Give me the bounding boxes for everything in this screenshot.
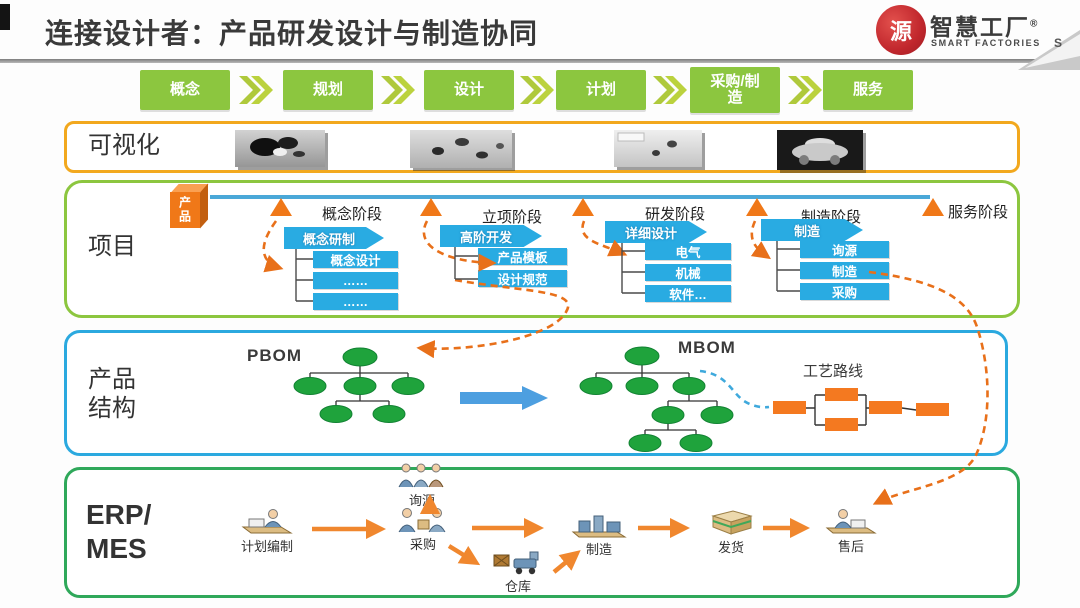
stage-arrow-detaildesign: 详细设计 bbox=[605, 221, 707, 243]
stage-arrow-concept: 概念研制 bbox=[284, 227, 384, 249]
flow-step-service: 服务 bbox=[823, 70, 913, 110]
corner-accent bbox=[0, 4, 10, 30]
product-structure-label: 产品 结构 bbox=[88, 366, 136, 424]
product-structure-label-line2: 结构 bbox=[88, 394, 136, 422]
title-divider bbox=[0, 59, 1080, 63]
erp-step-label: 仓库 bbox=[504, 579, 531, 594]
stage-label-concept: 概念阶段 bbox=[322, 206, 383, 223]
sourcing-clipart-icon bbox=[398, 463, 444, 488]
erp-step-purchasing: 采购 bbox=[393, 506, 453, 553]
visualization-thumb-3 bbox=[614, 130, 702, 167]
erp-step-label: 发货 bbox=[717, 540, 744, 555]
stage-item: …… bbox=[313, 293, 398, 310]
purchasing-clipart-icon bbox=[398, 508, 446, 533]
stage-item: 产品模板 bbox=[478, 248, 567, 265]
stage-item: 概念设计 bbox=[313, 251, 398, 268]
brand-name: 智慧工厂® bbox=[930, 14, 1040, 40]
chevron-right-icon bbox=[381, 76, 415, 104]
brand-seal-icon: 源 bbox=[876, 5, 926, 55]
flow-step-planning: 规划 bbox=[283, 70, 373, 110]
project-label: 项目 bbox=[88, 233, 136, 260]
stage-label-rnd: 研发阶段 bbox=[645, 206, 706, 223]
flow-step-procure-manufacture: 采购/制造 bbox=[690, 67, 780, 113]
flow-step-plan: 计划 bbox=[556, 70, 646, 110]
brand-subtitle: SMART FACTORIES bbox=[931, 38, 1041, 48]
stage-item: 采购 bbox=[800, 283, 889, 300]
erp-step-label: 制造 bbox=[585, 542, 612, 557]
chevron-right-icon bbox=[239, 76, 273, 104]
erp-label-line1: ERP/ bbox=[86, 499, 152, 530]
cube-front-face: 产品 bbox=[170, 192, 200, 228]
visualization-thumb-1 bbox=[235, 130, 325, 167]
chevron-right-icon bbox=[788, 76, 822, 104]
stage-item: 软件… bbox=[645, 285, 731, 302]
stage-label-service: 服务阶段 bbox=[948, 204, 1009, 221]
page-curl bbox=[1018, 30, 1080, 70]
stage-arrow-highlevel: 高阶开发 bbox=[440, 225, 542, 247]
erp-step-planning: 计划编制 bbox=[237, 506, 297, 555]
erp-mes-label: ERP/ MES bbox=[86, 498, 151, 565]
chevron-right-icon bbox=[520, 76, 554, 104]
product-structure-label-line1: 产品 bbox=[88, 366, 136, 393]
erp-step-label: 计划编制 bbox=[240, 539, 293, 554]
stage-item: 制造 bbox=[800, 262, 889, 279]
erp-step-label: 售后 bbox=[837, 539, 864, 554]
erp-sourcing-group: 询源 bbox=[392, 462, 452, 509]
erp-step-label: 采购 bbox=[409, 537, 436, 552]
flow-step-concept: 概念 bbox=[140, 70, 230, 110]
page-title: 连接设计者：产品研发设计与制造协同 bbox=[45, 18, 539, 49]
curl-text: S bbox=[1053, 36, 1062, 50]
visualization-thumb-4 bbox=[777, 130, 863, 170]
seal-character: 源 bbox=[889, 19, 912, 44]
stage-arrow-manufacture: 制造 bbox=[761, 219, 863, 241]
stage-item: 电气 bbox=[645, 243, 731, 260]
pbom-label: PBOM bbox=[247, 346, 302, 365]
stage-item: …… bbox=[313, 272, 398, 289]
planning-clipart-icon bbox=[241, 509, 293, 534]
erp-label-line2: MES bbox=[86, 532, 147, 564]
visualization-section bbox=[64, 121, 1020, 173]
erp-step-warehouse: 仓库 bbox=[488, 548, 548, 595]
product-structure-section bbox=[64, 330, 1008, 456]
aftersales-clipart-icon bbox=[825, 509, 877, 534]
warehouse-clipart-icon bbox=[493, 551, 539, 575]
erp-step-aftersales: 售后 bbox=[821, 506, 881, 555]
stage-item: 设计规范 bbox=[478, 270, 567, 287]
chevron-right-icon bbox=[653, 76, 687, 104]
erp-step-shipping: 发货 bbox=[701, 507, 761, 556]
visualization-thumb-2 bbox=[410, 130, 512, 168]
stage-item: 机械 bbox=[645, 264, 731, 281]
shipping-clipart-icon bbox=[711, 510, 753, 535]
flow-step-design: 设计 bbox=[424, 70, 514, 110]
mbom-label: MBOM bbox=[678, 338, 736, 357]
product-cube: 产品 bbox=[170, 183, 209, 229]
stage-label-initiation: 立项阶段 bbox=[482, 209, 543, 226]
process-route-label: 工艺路线 bbox=[803, 363, 864, 380]
manufacturing-clipart-icon bbox=[571, 515, 627, 538]
stage-item: 询源 bbox=[800, 241, 889, 258]
erp-step-manufacturing: 制造 bbox=[569, 509, 629, 558]
registered-mark: ® bbox=[1030, 18, 1040, 30]
visualization-label: 可视化 bbox=[88, 132, 160, 159]
